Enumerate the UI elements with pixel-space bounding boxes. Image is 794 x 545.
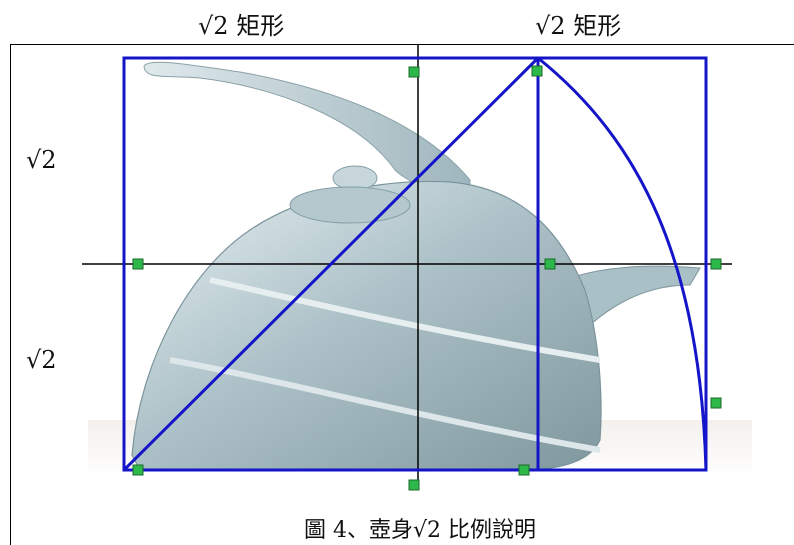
marker: [132, 464, 144, 476]
kettle-illustration: [88, 61, 752, 478]
marker: [710, 397, 722, 409]
sqrt2-arc: [537, 56, 708, 471]
top-right-rectangle-label: √2 矩形: [535, 12, 622, 40]
marker: [518, 464, 530, 476]
marker: [710, 258, 722, 270]
lid-knob: [332, 165, 378, 191]
figure-caption: 圖 4、壺身√2 比例說明: [304, 518, 536, 543]
body-band-upper: [209, 277, 601, 363]
outer-rectangle: [122, 56, 708, 472]
marker: [132, 258, 144, 270]
side-upper-label: √2: [26, 146, 57, 174]
marker: [531, 65, 543, 77]
body-band-lower: [169, 357, 601, 453]
construction-markers: [132, 65, 722, 491]
top-left-rectangle-label: √2 矩形: [198, 12, 285, 40]
diagonal-line: [122, 56, 540, 472]
marker: [544, 258, 556, 270]
frame-top-line: [10, 44, 794, 45]
marker: [408, 479, 420, 491]
side-lower-label: √2: [26, 346, 57, 374]
frame-left-line: [10, 44, 11, 545]
marker: [408, 66, 420, 78]
kettle-body: [131, 180, 602, 471]
construction-lines: [122, 56, 708, 472]
